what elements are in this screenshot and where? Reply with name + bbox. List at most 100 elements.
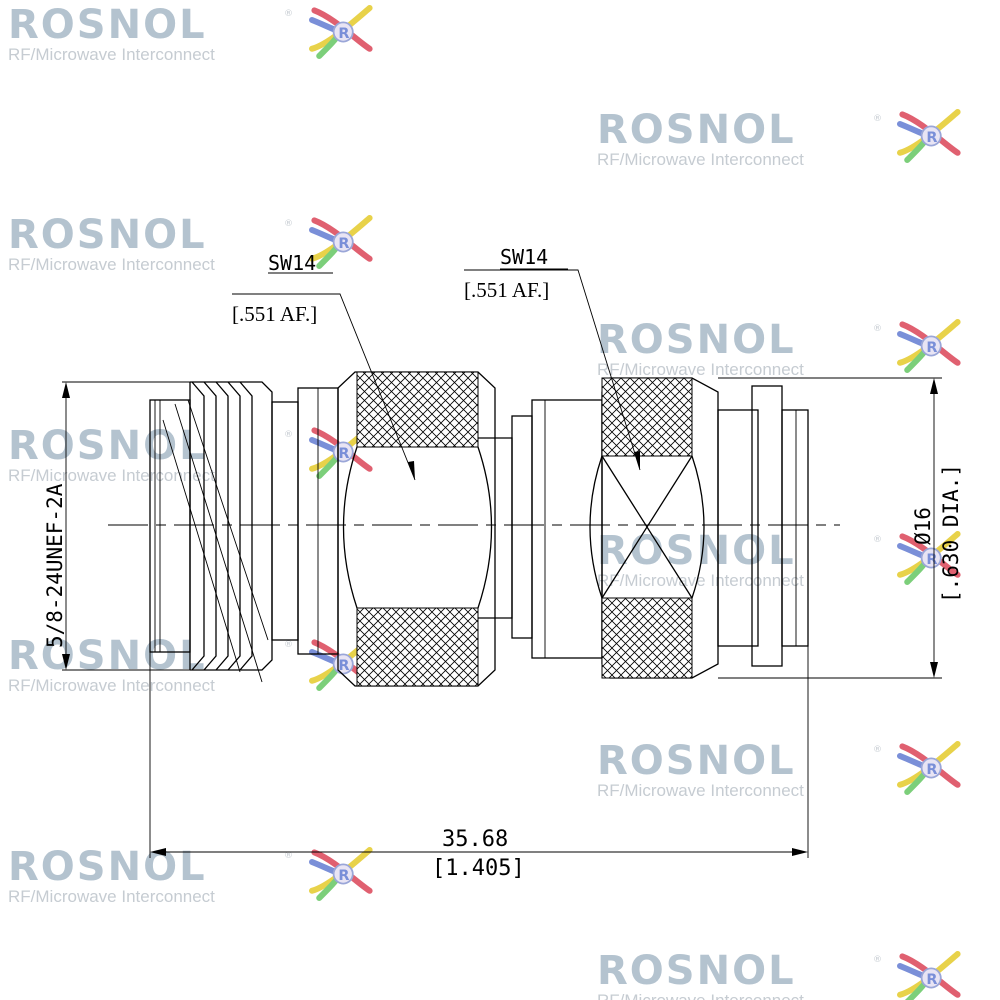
watermark-registered: ® [873, 955, 882, 965]
left-hex-leader-arrow [408, 461, 415, 480]
length-dimension: 35.68 [1.405] [149, 646, 809, 881]
watermark-9: ROSNOL ® RF/Microwave Interconnect [8, 844, 370, 906]
connector-body [108, 371, 840, 687]
watermark-registered: ® [284, 9, 293, 19]
watermark-tagline: RF/Microwave Interconnect [8, 887, 215, 906]
thread-flank-2 [203, 381, 217, 671]
watermark-registered: ® [873, 745, 882, 755]
thread-flank-4 [227, 381, 241, 671]
diameter-inch-label: [.630 DIA.] [939, 464, 963, 603]
watermark-brand: ROSNOL [8, 633, 207, 679]
right-end [717, 385, 809, 667]
thread-arrow-bottom [62, 654, 70, 670]
watermark-3: ROSNOL ® RF/Microwave Interconnect [8, 212, 370, 274]
right-hex-knurl-bottom [601, 597, 693, 679]
right-hex-af-label: [.551 AF.] [464, 278, 549, 302]
thread-extension-lines [62, 381, 192, 671]
watermark-brand: ROSNOL [597, 528, 796, 574]
thread-face-lines [154, 400, 161, 652]
length-inch-label: [1.405] [432, 856, 525, 881]
watermark-tagline: RF/Microwave Interconnect [597, 571, 804, 590]
watermark-registered: ® [284, 640, 293, 650]
watermark-logo-icon [900, 954, 958, 1000]
watermark-2: ROSNOL ® RF/Microwave Interconnect [597, 107, 958, 169]
length-arrow-right [792, 848, 808, 856]
watermark-registered: ® [284, 430, 293, 440]
watermark-8: ROSNOL ® RF/Microwave Interconnect [597, 738, 958, 800]
center-neck [511, 415, 533, 639]
length-metric-label: 35.68 [442, 827, 508, 852]
thread-flank-1 [191, 381, 205, 671]
watermark-4: ROSNOL ® RF/Microwave Interconnect [597, 317, 958, 379]
right-hex-leader-arrow [634, 451, 640, 470]
left-hex-curve-left [342, 446, 358, 609]
thread-flank-3 [215, 381, 229, 671]
watermark-logo-icon [312, 850, 370, 898]
watermark-tagline: RF/Microwave Interconnect [597, 991, 804, 1000]
watermark-logo-icon [900, 744, 958, 792]
watermark-brand: ROSNOL [597, 107, 796, 153]
left-hex-leader-line [232, 293, 416, 481]
right-hex-curve-right [691, 455, 705, 599]
diameter-arrow-bottom [930, 662, 938, 678]
watermark-registered: ® [873, 535, 882, 545]
right-hex-callout: SW14 [.551 AF.] [464, 245, 641, 471]
watermark-brand: ROSNOL [8, 2, 207, 48]
watermark-tagline: RF/Microwave Interconnect [8, 676, 215, 695]
left-hex-callout: SW14 [.551 AF.] [232, 251, 416, 481]
right-hex-knurl-top [601, 377, 693, 457]
diameter-dimension: Ø16 [.630 DIA.] [718, 377, 963, 679]
left-hex-size-label: SW14 [268, 251, 316, 275]
watermark-tagline: RF/Microwave Interconnect [597, 781, 804, 800]
right-hex-curve-left [589, 455, 603, 599]
right-end-sleeve [717, 409, 759, 647]
watermark-registered: ® [873, 324, 882, 334]
right-end-flange [751, 385, 783, 667]
diameter-arrow-top [930, 378, 938, 394]
watermark-tagline: RF/Microwave Interconnect [597, 360, 804, 379]
right-hex-flat-cross [601, 455, 693, 599]
watermark-registered: ® [284, 851, 293, 861]
diameter-extension-lines [718, 377, 942, 679]
watermark-1: ROSNOL ® RF/Microwave Interconnect [8, 2, 370, 64]
watermark-brand: ROSNOL [597, 738, 796, 784]
right-hex-size-label: SW14 [500, 245, 548, 269]
watermark-logo-icon [900, 322, 958, 370]
right-body-step [531, 399, 603, 659]
watermark-6: ROSNOL ® RF/Microwave Interconnect [597, 528, 958, 590]
length-extension-lines [149, 646, 809, 858]
watermark-brand: ROSNOL [597, 317, 796, 363]
watermark-10: ROSNOL ® RF/Microwave Interconnect [597, 948, 958, 1000]
watermark-tagline: RF/Microwave Interconnect [8, 466, 215, 485]
left-hex-af-label: [.551 AF.] [232, 302, 317, 326]
left-hex-nut [337, 371, 513, 687]
watermark-5: ROSNOL ® RF/Microwave Interconnect [8, 423, 370, 485]
watermark-registered: ® [284, 219, 293, 229]
left-hex-curve-right [477, 446, 493, 609]
diameter-metric-label: Ø16 [911, 507, 935, 545]
watermark-logo-icon [312, 8, 370, 56]
watermark-tagline: RF/Microwave Interconnect [8, 45, 215, 64]
right-hex-leader-line [464, 269, 641, 471]
thread-flank-5 [239, 381, 253, 671]
watermark-brand: ROSNOL [8, 423, 207, 469]
threaded-end [149, 381, 339, 683]
thread-arrow-top [62, 382, 70, 398]
watermark-brand: ROSNOL [8, 844, 207, 890]
watermark-registered: ® [873, 114, 882, 124]
watermark-tagline: RF/Microwave Interconnect [8, 255, 215, 274]
left-hex-knurl-bottom [356, 607, 479, 687]
left-hex-knurl-top [356, 371, 479, 448]
thread-helix-lines [162, 399, 269, 683]
watermark-logo-icon [312, 218, 370, 266]
watermark-tagline: RF/Microwave Interconnect [597, 150, 804, 169]
right-end-tip [781, 409, 809, 647]
thread-dimension: 5/8-24UNEF-2A [43, 381, 192, 671]
watermark-brand: ROSNOL [597, 948, 796, 994]
length-arrow-left [150, 848, 166, 856]
watermark-7: ROSNOL ® RF/Microwave Interconnect [8, 633, 370, 695]
thread-spec-label: 5/8-24UNEF-2A [43, 483, 67, 648]
watermark-brand: ROSNOL [8, 212, 207, 258]
